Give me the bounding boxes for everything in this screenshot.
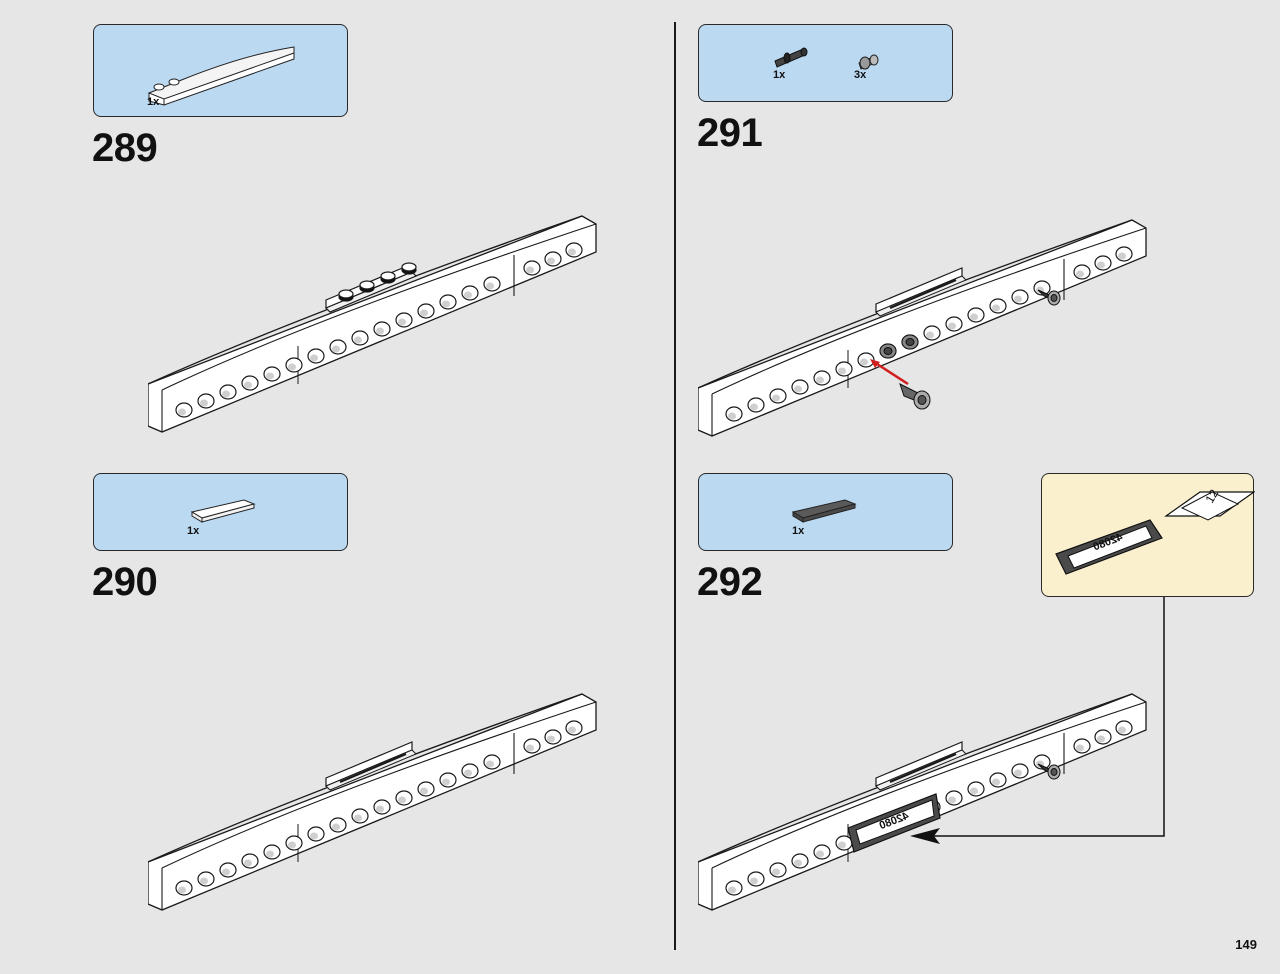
part-qty: 3x bbox=[854, 69, 867, 81]
part-qty: 1x bbox=[187, 525, 200, 537]
dark-gray-tile-piece-icon bbox=[791, 499, 857, 523]
loose-gray-pin bbox=[899, 383, 931, 410]
page-divider bbox=[674, 22, 676, 950]
step-number: 292 bbox=[697, 560, 763, 604]
sticker-sheet-icon: 12 bbox=[1164, 487, 1256, 521]
studs bbox=[324, 262, 418, 313]
part-qty: 1x bbox=[792, 525, 805, 537]
step-291-model bbox=[698, 219, 1147, 437]
gray-pin-piece-icon bbox=[858, 54, 879, 70]
step-number: 289 bbox=[92, 126, 158, 170]
part-qty: 1x bbox=[773, 69, 786, 81]
black-pin-installed bbox=[1037, 763, 1061, 780]
step-289-model bbox=[148, 215, 597, 433]
sticker-callout: 12 42080 bbox=[1041, 473, 1256, 597]
sticker-sheet-number: 12 bbox=[1202, 487, 1221, 506]
insert-arrow bbox=[870, 359, 909, 386]
curved-slope-piece-icon bbox=[147, 46, 295, 106]
sticker-callout-art: 12 42080 bbox=[1055, 487, 1256, 575]
parts-panel-292: 1x bbox=[698, 473, 953, 551]
gray-pins-installed bbox=[879, 334, 919, 359]
black-pin-installed bbox=[1037, 289, 1061, 306]
step-number: 290 bbox=[92, 560, 158, 604]
page-number: 149 bbox=[1235, 937, 1257, 952]
part-qty: 1x bbox=[147, 96, 160, 108]
sticker-tile-installed: 42080 bbox=[847, 793, 941, 853]
step-number: 291 bbox=[697, 111, 763, 155]
black-pin-piece-icon bbox=[774, 47, 808, 68]
parts-panel-291: 1x 3x bbox=[698, 24, 953, 102]
pin-pieces-icon bbox=[774, 47, 879, 70]
parts-panel-290: 1x bbox=[93, 473, 348, 551]
white-tile-piece-icon bbox=[190, 499, 256, 523]
parts-panel-289: 1x bbox=[93, 24, 348, 117]
step-292-model: 42080 bbox=[698, 693, 1147, 911]
